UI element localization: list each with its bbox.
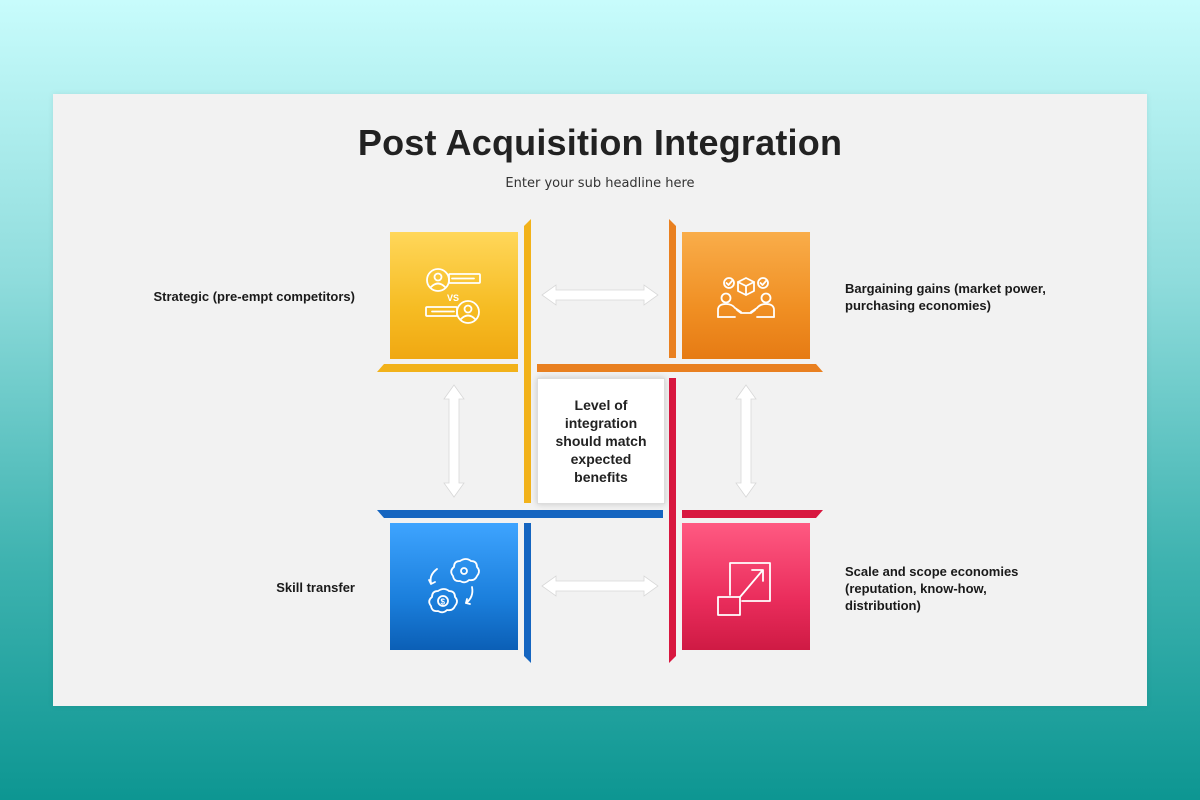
skill-transfer-quadrant-box: $ — [390, 523, 518, 650]
brain-exchange-icon: $ — [428, 558, 480, 614]
skill-transfer-label: Skill transfer — [276, 580, 355, 595]
orange-horizontal-bar — [537, 364, 823, 372]
blue-vertical-bar — [524, 523, 531, 663]
page-title: Post Acquisition Integration — [357, 122, 843, 163]
vertical-double-arrow-right — [735, 384, 757, 498]
bargaining-quadrant-box — [682, 232, 810, 359]
handshake-box-icon — [717, 277, 775, 318]
yellow-vertical-bar — [524, 219, 531, 503]
horizontal-double-arrow-top — [541, 284, 659, 306]
orange-vertical-bar — [669, 219, 676, 358]
center-text: Level of integration should match expect… — [555, 397, 647, 485]
vertical-double-arrow-left — [443, 384, 465, 498]
yellow-horizontal-bar — [377, 364, 518, 372]
center-text-box: Level of integration should match expect… — [537, 378, 665, 504]
dollar-text: $ — [441, 598, 446, 607]
scale-up-icon — [717, 562, 771, 616]
horizontal-double-arrow-bottom — [541, 575, 659, 597]
bargaining-label: Bargaining gains (market power, purchasi… — [845, 281, 1046, 313]
versus-competitors-icon: VS — [425, 268, 481, 324]
page-subtitle: Enter your sub headline here — [505, 176, 695, 191]
red-horizontal-bar — [682, 510, 823, 518]
red-vertical-bar — [669, 378, 676, 663]
scale-scope-label: Scale and scope economies (reputation, k… — [845, 564, 1019, 613]
scale-scope-quadrant-box — [682, 523, 810, 650]
vs-text: VS — [447, 293, 459, 303]
blue-horizontal-bar — [377, 510, 663, 518]
strategic-label: Strategic (pre-empt competitors) — [153, 289, 355, 304]
strategic-quadrant-box: VS — [390, 232, 518, 359]
